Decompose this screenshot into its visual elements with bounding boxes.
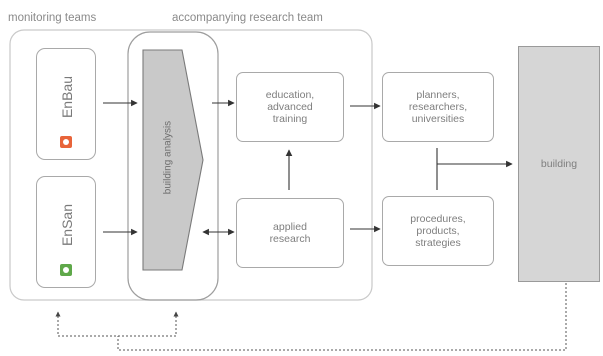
planners-text: planners, researchers, universities <box>408 89 468 125</box>
analysis-region <box>127 31 219 301</box>
building-box[interactable]: building <box>518 46 600 282</box>
ensan-logo-icon <box>60 264 72 276</box>
procedures-box[interactable]: procedures, products, strategies <box>382 196 494 266</box>
planners-box[interactable]: planners, researchers, universities <box>382 72 494 142</box>
team-ensan-label: EnSan <box>59 203 75 247</box>
procedures-text: procedures, products, strategies <box>410 213 466 249</box>
education-text: education, advanced training <box>265 89 315 125</box>
education-box[interactable]: education, advanced training <box>236 72 344 142</box>
feedback-line <box>117 283 567 351</box>
research-team-label: accompanying research team <box>172 12 323 24</box>
enbau-logo-icon <box>60 136 72 148</box>
feedback-split <box>55 311 179 337</box>
team-enbau-label: EnBau <box>59 75 75 119</box>
monitoring-teams-label: monitoring teams <box>8 12 97 24</box>
team-ensan[interactable]: EnSan <box>36 176 96 288</box>
team-enbau[interactable]: EnBau <box>36 48 96 160</box>
applied-research-box[interactable]: applied research <box>236 198 344 268</box>
building-text: building <box>540 158 578 170</box>
applied-research-text: applied research <box>269 221 311 245</box>
building-analysis-label: building analysis <box>162 120 174 195</box>
